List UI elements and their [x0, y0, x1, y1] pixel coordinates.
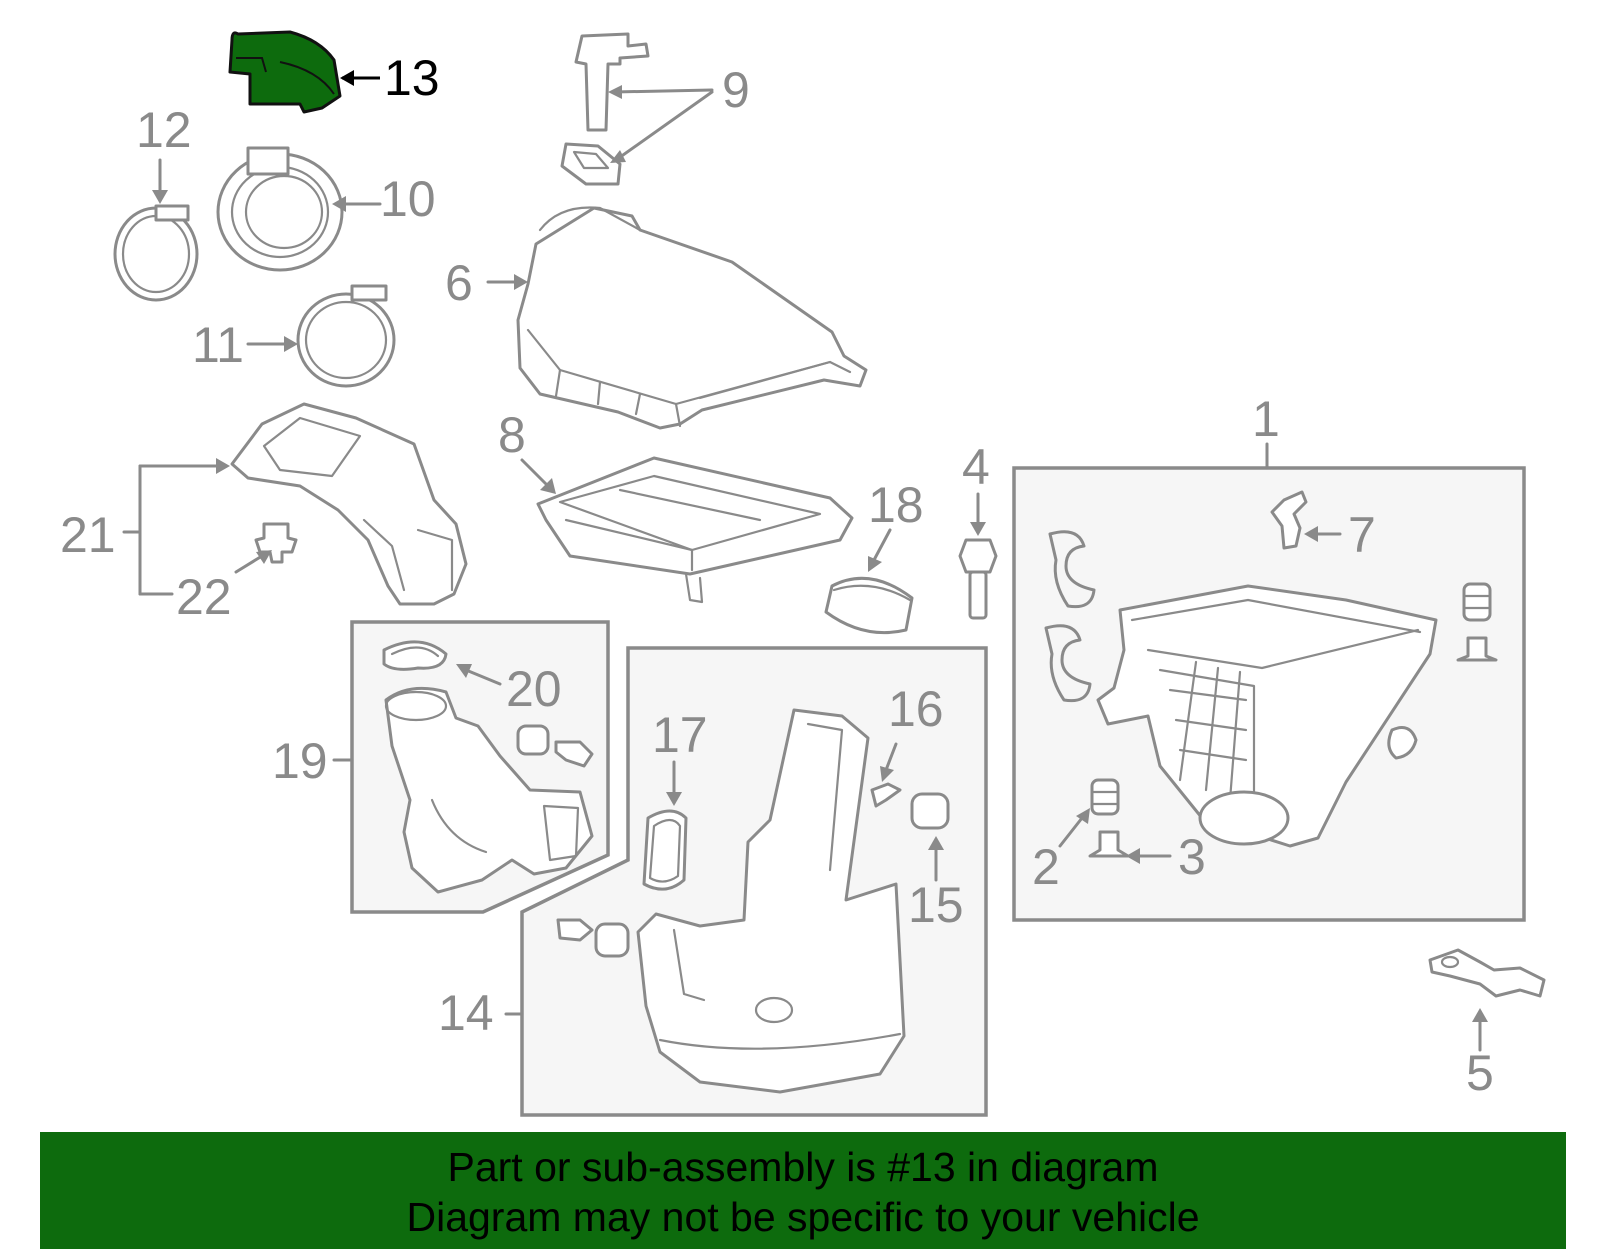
part-4-bolt[interactable]	[958, 538, 998, 620]
callout-19[interactable]: 19	[272, 733, 328, 789]
callout-6[interactable]: 6	[445, 255, 473, 311]
arrow-2	[1058, 808, 1090, 848]
arrow-18	[868, 528, 892, 572]
arrow-22	[234, 550, 272, 574]
arrow-5	[1472, 1008, 1488, 1052]
callout-13[interactable]: 13	[384, 50, 440, 106]
arrow-17	[666, 760, 682, 806]
part-21-resonator[interactable]	[230, 402, 468, 606]
part-15-grommet[interactable]	[910, 792, 950, 830]
arrow-16	[880, 742, 898, 782]
info-banner: Part or sub-assembly is #13 in diagram D…	[40, 1132, 1566, 1249]
part-17-seal[interactable]	[642, 809, 688, 891]
callout-21[interactable]: 21	[60, 507, 116, 563]
part-2-grommet[interactable]	[1090, 778, 1120, 816]
part-1-insulator-right	[1387, 726, 1418, 760]
part-1-lower-air-box[interactable]	[1096, 584, 1438, 848]
part-8-air-filter[interactable]	[536, 456, 854, 604]
arrow-4	[970, 492, 986, 536]
arrow-20	[456, 664, 502, 686]
arrow-9	[608, 85, 714, 163]
arrow-8	[520, 458, 556, 494]
part-10-intake-duct[interactable]	[216, 146, 344, 272]
arrow-11	[246, 336, 298, 352]
banner-line-1: Part or sub-assembly is #13 in diagram	[447, 1144, 1159, 1190]
arrow-12	[152, 158, 168, 204]
part-18-seal[interactable]	[824, 576, 914, 635]
callout-9[interactable]: 9	[722, 62, 750, 118]
callout-4[interactable]: 4	[962, 439, 990, 495]
callout-5[interactable]: 5	[1466, 1045, 1494, 1101]
callout-11[interactable]: 11	[192, 317, 244, 373]
callout-3[interactable]: 3	[1178, 829, 1206, 885]
part-20-gasket[interactable]	[382, 640, 448, 671]
part-12-clamp[interactable]	[113, 204, 199, 302]
callout-10[interactable]: 10	[380, 171, 436, 227]
callout-20[interactable]: 20	[506, 661, 562, 717]
callout-16[interactable]: 16	[888, 681, 944, 737]
arrow-7	[1304, 526, 1342, 542]
leader-21	[122, 458, 230, 596]
part-13-air-intake-duct[interactable]	[228, 30, 342, 114]
part-5-bracket[interactable]	[1428, 948, 1546, 998]
part-1-clip-lower	[1044, 624, 1092, 703]
part-1-grommet-right	[1456, 582, 1498, 662]
part-6-air-cleaner-cover[interactable]	[516, 206, 868, 430]
part-11-clamp[interactable]	[296, 284, 396, 388]
part-1-clip-upper	[1048, 530, 1096, 609]
callout-15[interactable]: 15	[908, 877, 964, 933]
arrow-15	[928, 836, 944, 882]
part-19-grommet	[516, 724, 594, 768]
banner-line-2: Diagram may not be specific to your vehi…	[406, 1194, 1200, 1240]
callout-12[interactable]: 12	[136, 102, 192, 158]
callout-8[interactable]: 8	[498, 407, 526, 463]
part-22-bolt[interactable]	[254, 522, 298, 564]
part-7-clip[interactable]	[1270, 490, 1308, 550]
part-16-pin[interactable]	[870, 782, 902, 808]
part-19-intake-tube[interactable]	[384, 686, 594, 894]
part-9-sensor[interactable]	[560, 32, 650, 186]
arrow-6	[486, 274, 528, 290]
callout-17[interactable]: 17	[652, 707, 708, 763]
arrow-10	[332, 196, 382, 212]
part-14-grommet	[556, 918, 630, 958]
callout-18[interactable]: 18	[868, 477, 924, 533]
callout-2[interactable]: 2	[1032, 839, 1060, 895]
callout-1[interactable]: 1	[1252, 391, 1280, 447]
callout-14[interactable]: 14	[438, 985, 494, 1041]
arrow-13	[340, 70, 380, 86]
arrow-3	[1126, 848, 1172, 864]
callout-22[interactable]: 22	[176, 569, 232, 625]
part-14-lower-intake[interactable]	[636, 708, 906, 1094]
callout-7[interactable]: 7	[1348, 507, 1376, 563]
